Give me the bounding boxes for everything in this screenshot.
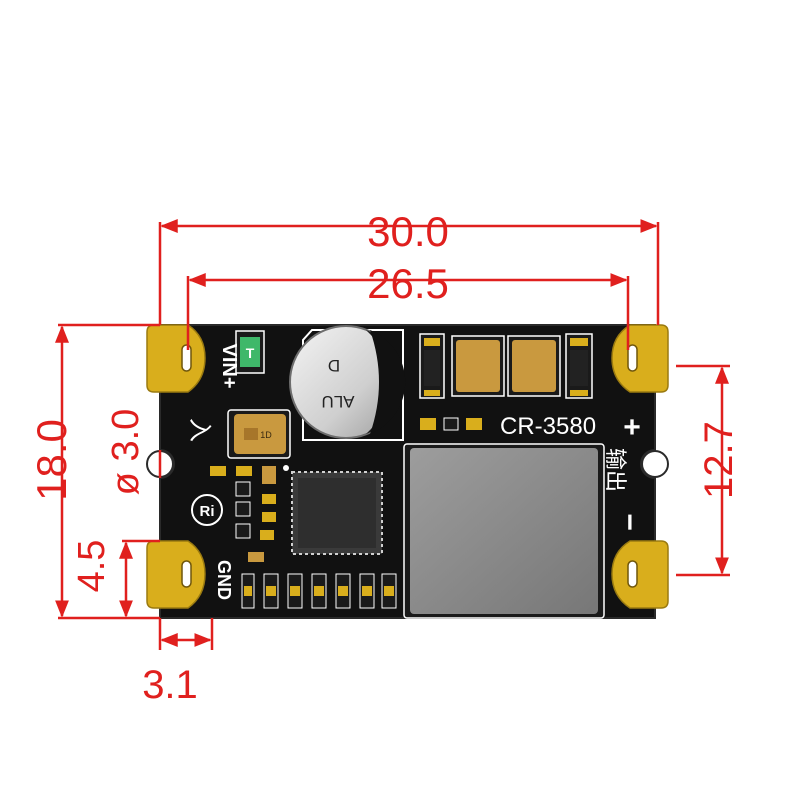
smd-bottom-row [241,573,397,609]
dimension-hole-spacing-right: 12.7 [697,421,741,499]
model-label: CR-3580 [500,413,596,440]
vin-label: VIN+ [218,343,240,388]
output-plus-sign: + [623,411,641,444]
electrolytic-capacitor: D ALU [289,325,406,439]
capacitor-label-bottom: ALU [321,392,354,411]
smd-left-column [210,466,276,562]
dimension-hole-offset-y: 4.5 [71,540,113,593]
ceramic-capacitor-1 [451,335,505,397]
dimension-hole-diameter: ø 3.0 [105,409,147,496]
logo-text: Ri [200,503,215,520]
dimension-lines [55,219,729,647]
controller-ic [283,465,383,555]
mounting-pad-top-left [146,324,206,393]
green-led: T [235,330,265,374]
diode-right [565,333,593,399]
mounting-pad-bottom-left [146,540,206,609]
ceramic-capacitor-2 [507,335,561,397]
dimension-height-total: 18.0 [28,419,75,501]
power-inductor [403,443,605,619]
notch-right [641,450,669,478]
tantalum-label: 1D [260,430,272,440]
smd-middle-pads [420,417,482,431]
dimension-width-holes: 26.5 [367,260,449,307]
capacitor-label-top: D [328,356,340,375]
dimension-hole-offset-x: 3.1 [142,663,198,707]
output-minus-sign: − [613,513,646,531]
dimension-extension-lines [58,222,730,650]
mounting-pad-top-right [611,324,669,393]
mounting-pad-bottom-right [611,540,669,609]
input-label: 入 [186,418,213,442]
dimension-width-total: 30.0 [367,208,449,255]
tantalum-capacitor: 1D [227,409,291,459]
certification-logo: Ri [191,494,223,526]
gnd-label: GND [214,560,234,600]
capacitor-silk-outline [302,329,404,441]
output-label: 输出 [603,448,628,492]
led-label: T [246,345,255,361]
diode-left [419,333,445,399]
